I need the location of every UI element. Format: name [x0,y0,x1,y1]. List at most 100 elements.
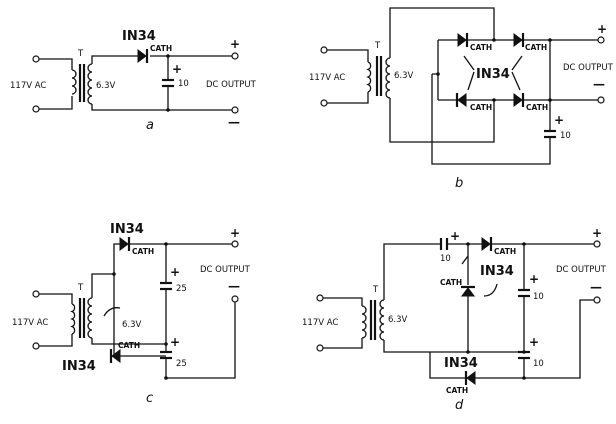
circuit-d-ac-input: 117V AC [302,294,363,352]
circuit-b-cathode-3: CATH [470,103,492,112]
circuit-d-ac-terminal-bottom [316,344,324,352]
circuit-b-diode-3: CATH [455,93,492,112]
circuit-b-callout-arrows [463,55,523,91]
circuit-b: 117V AC T 6.3V [309,7,614,191]
circuit-c-ac-label: 117V AC [12,318,48,328]
circuit-a-out-terminal-minus [231,106,239,114]
circuit-c-wiring [91,242,232,380]
circuit-c-diode-top: IN34 CATH [110,222,154,256]
circuit-b-caption: b [455,176,463,191]
circuit-d: 117V AC T 6.3V + 10 [302,226,607,413]
circuit-b-out-terminal-minus [597,96,605,104]
circuit-d-wiring [383,242,594,380]
circuit-a-transformer: T 6.3V [71,49,116,105]
circuit-b-output: + — DC OUTPUT [550,22,614,104]
circuit-c-caption: c [146,391,153,406]
circuit-b-minus-sign: — [593,77,605,91]
circuit-d-diode-bottom-label: IN34 [444,356,478,371]
circuit-a-caption: a [146,118,154,133]
circuit-b-ac-input: 117V AC [309,46,369,107]
circuit-c-plus-sign: + [230,226,240,240]
circuit-d-callout-arrow-2 [461,255,469,265]
circuit-b-transformer-label: T [374,41,381,51]
circuit-c-diode-top-label: IN34 [110,222,144,237]
circuit-b-diodes: CATH CATH CATH CATH IN34 [455,33,548,112]
circuit-d-cap-right-top-plus: + [529,272,539,286]
circuit-b-output-label: DC OUTPUT [563,63,614,73]
circuit-c-cap-bottom-plus: + [170,335,180,349]
circuit-d-out-terminal-plus [593,240,601,248]
circuit-d-cap-right-bottom-plus: + [529,335,539,349]
circuit-d-ac-label: 117V AC [302,318,338,328]
circuit-d-cathode-bottom: CATH [446,386,468,395]
circuit-a-output: + — DC OUTPUT [206,37,257,129]
circuit-c-secondary-label: 6.3V [122,320,142,330]
circuit-d-diode-top: CATH [481,237,516,256]
circuit-b-diode-4: CATH [513,93,548,112]
circuit-c-capacitor-bottom: + 25 [160,335,187,369]
circuit-c-diode-bottom-label: IN34 [62,359,96,374]
circuit-a-ac-label: 117V AC [10,81,46,91]
circuit-b-ac-terminal-top [320,46,328,54]
circuit-b-secondary-label: 6.3V [394,71,414,81]
circuit-a-minus-sign: — [228,115,240,129]
circuit-d-diode-mid: CATH IN34 [440,255,514,297]
circuit-d-cap-series-value: 10 [440,254,451,264]
circuit-a-output-label: DC OUTPUT [206,80,257,90]
circuit-a-cap-value: 10 [178,79,189,89]
circuit-d-callout-arrow [483,283,498,297]
circuit-d-minus-sign: — [590,280,602,294]
circuit-b-out-terminal-plus [597,36,605,44]
circuit-c-cap-top-plus: + [170,265,180,279]
circuit-b-diode-label: IN34 [476,67,510,82]
circuit-b-diode-1: CATH [457,33,492,52]
circuit-c-minus-sign: — [228,279,240,293]
circuit-c-cap-top-value: 25 [176,284,187,294]
circuit-c-output: + — DC OUTPUT [200,226,251,379]
circuit-c-ac-input: 117V AC [12,290,73,350]
circuit-b-diode-2: CATH [513,33,547,52]
circuit-c-transformer-label: T [77,283,84,293]
circuit-c-cathode-bottom: CATH [118,341,140,350]
circuit-a-wiring [91,54,232,112]
circuit-a-ac-terminal-top [32,55,40,63]
circuit-b-ac-label: 117V AC [309,73,345,83]
circuit-c-ac-terminal-bottom [32,342,40,350]
circuit-d-transformer-label: T [372,285,379,295]
circuit-a-ac-terminal-bottom [32,105,40,113]
circuit-c-cathode-top: CATH [132,247,154,256]
circuit-b-plus-sign: + [597,22,607,36]
circuit-d-cap-series-plus: + [450,229,460,243]
circuit-d-cathode-top: CATH [494,247,516,256]
circuit-b-cap-value: 10 [560,131,571,141]
circuit-d-transformer: T 6.3V [361,285,408,341]
circuit-b-capacitor: + 10 [544,113,571,141]
circuit-a-transformer-label: T [77,49,84,59]
circuit-b-ac-terminal-bottom [320,99,328,107]
circuit-c-ac-terminal-top [32,290,40,298]
circuit-c-out-terminal-plus [231,240,239,248]
circuit-d-plus-sign: + [592,226,602,240]
circuit-d-capacitor-right-top: + 10 [518,272,544,302]
circuit-d-capacitor-right-bottom: + 10 [518,335,544,369]
circuit-b-cathode-2: CATH [525,43,547,52]
circuit-b-cathode-1: CATH [470,43,492,52]
circuit-c-output-label: DC OUTPUT [200,265,251,275]
circuit-d-secondary-label: 6.3V [388,315,408,325]
circuit-d-output-label: DC OUTPUT [556,265,607,275]
circuit-d-caption: d [455,398,464,413]
circuit-c-secondary-pointer [103,307,121,317]
circuit-c-cap-bottom-value: 25 [176,359,187,369]
circuit-c-capacitor-top: + 25 [160,265,187,294]
circuit-a-cap-plus: + [172,62,182,76]
circuit-a-capacitor: + 10 [162,62,189,89]
circuit-d-out-terminal-minus [593,296,601,304]
circuit-c-out-terminal-minus [231,295,239,303]
circuit-d-cathode-mid: CATH [440,278,462,287]
circuit-a-diode-label: IN34 [122,29,156,44]
circuit-d-ac-terminal-top [316,294,324,302]
circuit-a-out-terminal-plus [231,52,239,60]
circuit-b-transformer: T 6.3V [366,41,414,99]
circuit-a-ac-input: 117V AC [10,55,73,113]
